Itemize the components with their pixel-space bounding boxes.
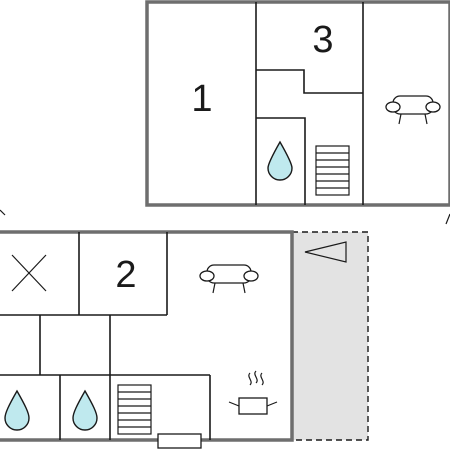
terrace-outline <box>292 231 369 441</box>
lower-floor-outline <box>0 230 294 442</box>
north-arrow-icon <box>445 213 450 225</box>
room-2: 2 <box>115 254 136 296</box>
room-3: 3 <box>312 19 333 61</box>
wall <box>256 117 306 205</box>
upper-floor-outline <box>145 0 450 207</box>
water-drop-icon <box>267 140 293 181</box>
cooking-pot-icon <box>228 370 278 415</box>
water-drop-icon <box>4 389 30 431</box>
room-3-number: 3 <box>312 19 333 61</box>
cross-icon <box>11 254 47 292</box>
north-arrow-icon <box>0 209 6 216</box>
upper-floor: 1 3 <box>145 0 450 207</box>
window-icon <box>157 433 202 449</box>
water-drop-icon <box>72 389 98 431</box>
stairs-icon <box>117 384 152 435</box>
wall <box>256 69 363 94</box>
sofa-icon <box>199 264 259 294</box>
lower-floor: 2 <box>0 230 369 449</box>
room-2-number: 2 <box>115 254 136 296</box>
sofa-icon <box>385 95 441 125</box>
room-1-number: 1 <box>191 78 212 120</box>
arrow-icon <box>304 241 347 263</box>
stairs-icon <box>315 145 350 196</box>
room-1: 1 <box>191 78 212 120</box>
terrace <box>292 232 368 440</box>
